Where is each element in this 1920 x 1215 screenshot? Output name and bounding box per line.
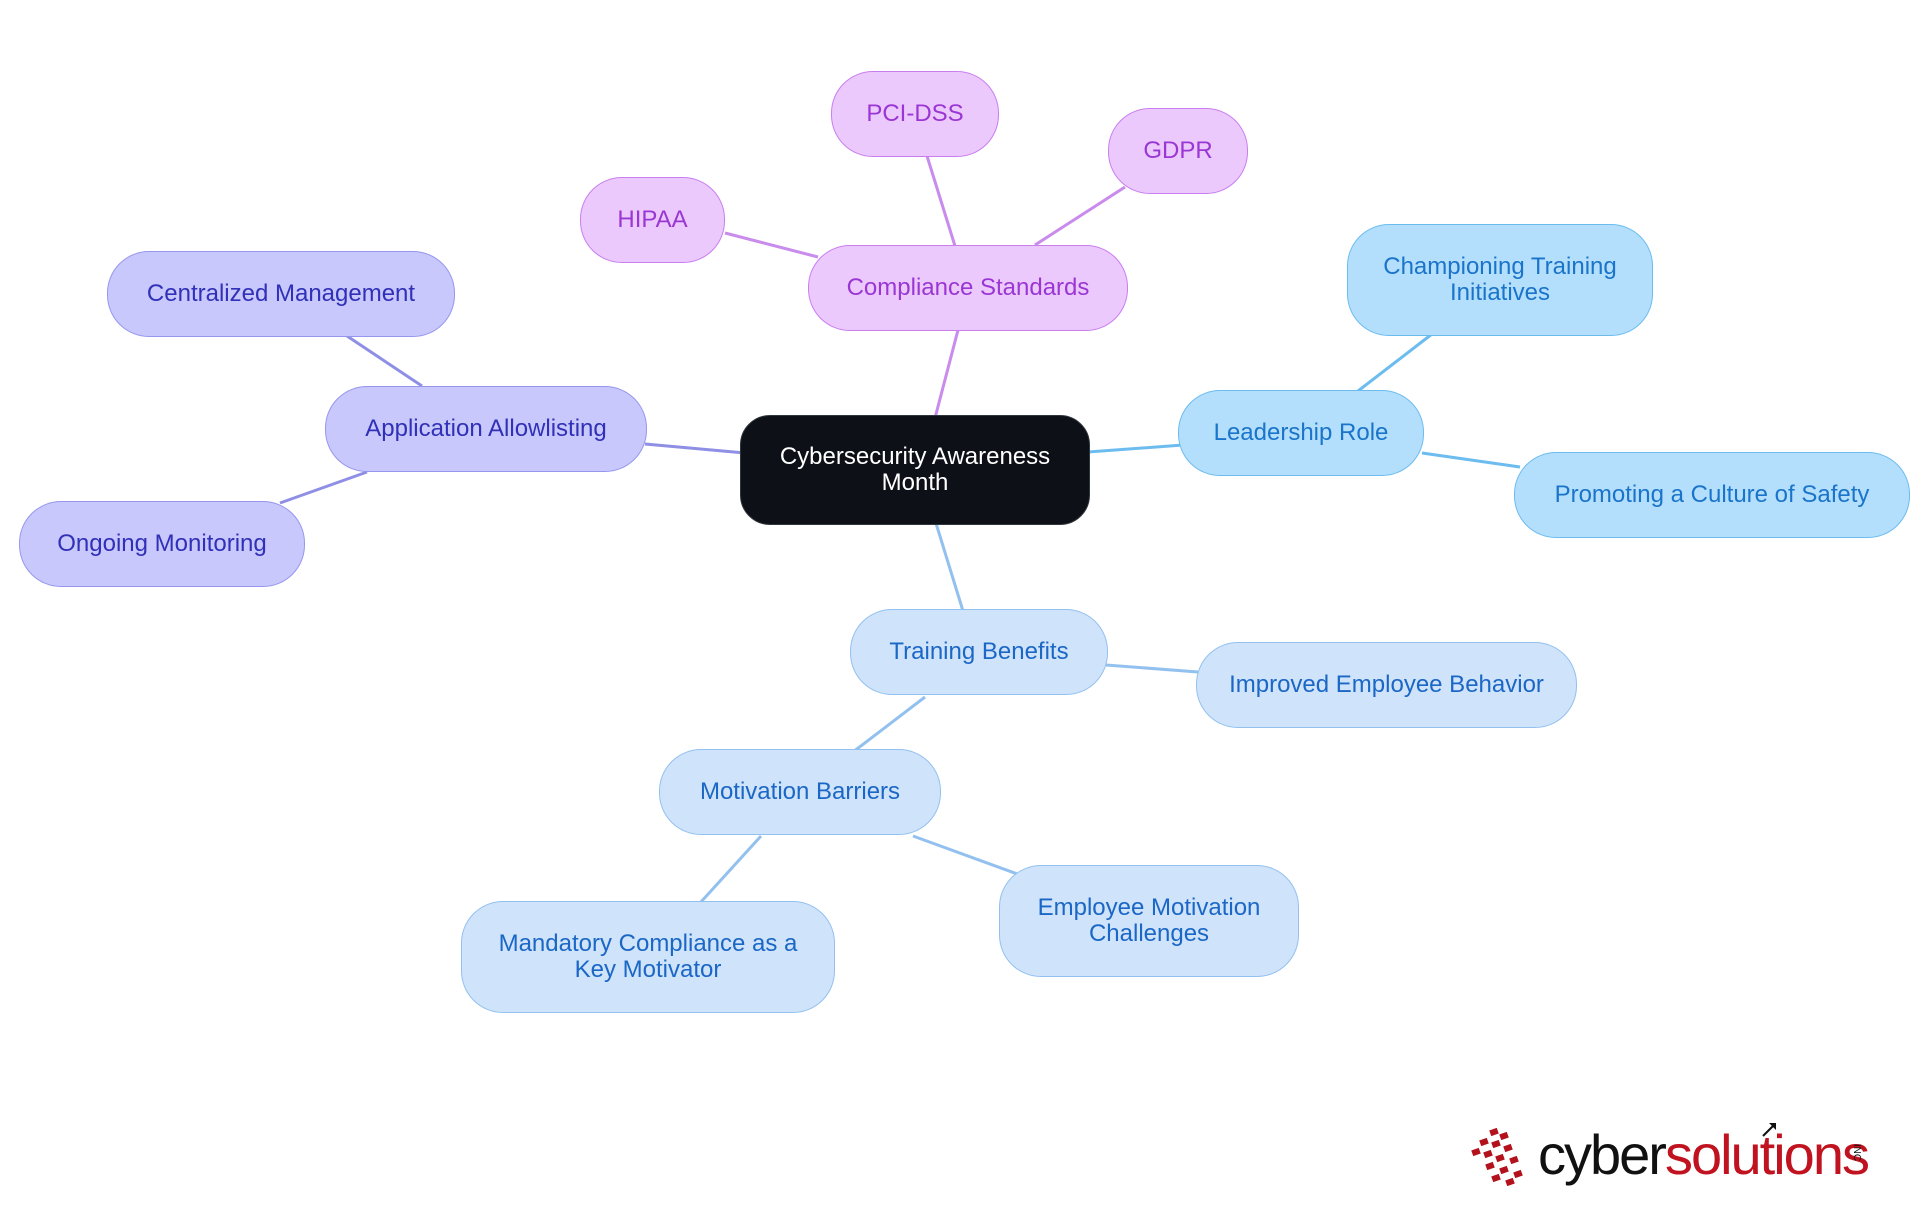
red-pixel-arrow-icon bbox=[1471, 1127, 1523, 1187]
logo-inc: INC bbox=[1851, 1143, 1863, 1162]
improved-behavior-label: Improved Employee Behavior bbox=[1229, 671, 1544, 698]
edge-compliance-hipaa bbox=[724, 231, 819, 259]
edge-root-leadership bbox=[1087, 443, 1184, 454]
node-gdpr: GDPR bbox=[1108, 108, 1248, 194]
hipaa-label: HIPAA bbox=[617, 206, 688, 233]
node-application-allowlisting: Application Allowlisting bbox=[325, 386, 647, 472]
logo-wordmark: cybersolutions bbox=[1538, 1127, 1870, 1183]
championing-label: Championing Training Initiatives bbox=[1383, 253, 1617, 306]
edge-training-motivation bbox=[852, 695, 926, 754]
leadership-label: Leadership Role bbox=[1213, 419, 1389, 446]
gdpr-label: GDPR bbox=[1143, 137, 1213, 164]
logo-word-solutions: solutions bbox=[1664, 1123, 1870, 1186]
edge-allowlisting-monitoring bbox=[279, 470, 368, 505]
training-label: Training Benefits bbox=[889, 638, 1069, 665]
node-motivation-barriers: Motivation Barriers bbox=[659, 749, 941, 835]
node-ongoing-monitoring: Ongoing Monitoring bbox=[19, 501, 305, 587]
edge-compliance-pcidss bbox=[925, 155, 957, 247]
node-employee-motivation-challenges: Employee Motivation Challenges bbox=[999, 865, 1299, 977]
edge-root-allowlisting bbox=[644, 442, 746, 455]
motivation-barriers-label: Motivation Barriers bbox=[699, 778, 901, 805]
root-node-cybersecurity-awareness-month: Cybersecurity Awareness Month bbox=[740, 415, 1090, 525]
small-arrow-icon bbox=[1762, 1123, 1776, 1137]
edge-compliance-gdpr bbox=[1034, 185, 1126, 247]
edge-motivation-employee bbox=[912, 834, 1021, 877]
employee-motivation-label: Employee Motivation Challenges bbox=[1037, 894, 1261, 947]
edge-root-training bbox=[933, 519, 965, 612]
node-pci-dss: PCI-DSS bbox=[831, 71, 999, 157]
edge-motivation-mandatory bbox=[698, 834, 763, 905]
node-leadership-role: Leadership Role bbox=[1178, 390, 1424, 476]
root-label: Cybersecurity Awareness Month bbox=[779, 443, 1051, 496]
compliance-label: Compliance Standards bbox=[846, 274, 1090, 301]
allowlisting-label: Application Allowlisting bbox=[365, 415, 607, 442]
edge-leadership-championing bbox=[1357, 332, 1433, 393]
node-championing-training-initiatives: Championing Training Initiatives bbox=[1347, 224, 1653, 336]
cybersolutions-logo: cybersolutions INC bbox=[1470, 1123, 1870, 1195]
node-mandatory-compliance: Mandatory Compliance as a Key Motivator bbox=[461, 901, 835, 1013]
node-compliance-standards: Compliance Standards bbox=[808, 245, 1128, 331]
edge-leadership-culture bbox=[1421, 451, 1521, 469]
centralized-management-label: Centralized Management bbox=[146, 280, 416, 307]
edge-allowlisting-centralized bbox=[346, 334, 423, 388]
edge-training-improved bbox=[1105, 663, 1199, 674]
node-training-benefits: Training Benefits bbox=[850, 609, 1108, 695]
pci-dss-label: PCI-DSS bbox=[866, 100, 964, 127]
edge-root-compliance bbox=[933, 329, 960, 419]
node-promoting-culture-of-safety: Promoting a Culture of Safety bbox=[1514, 452, 1910, 538]
mandatory-compliance-label: Mandatory Compliance as a Key Motivator bbox=[498, 930, 798, 983]
node-improved-employee-behavior: Improved Employee Behavior bbox=[1196, 642, 1577, 728]
ongoing-monitoring-label: Ongoing Monitoring bbox=[57, 530, 267, 557]
logo-word-cyber: cyber bbox=[1538, 1123, 1667, 1186]
node-centralized-management: Centralized Management bbox=[107, 251, 455, 337]
node-hipaa: HIPAA bbox=[580, 177, 725, 263]
culture-safety-label: Promoting a Culture of Safety bbox=[1554, 481, 1870, 508]
